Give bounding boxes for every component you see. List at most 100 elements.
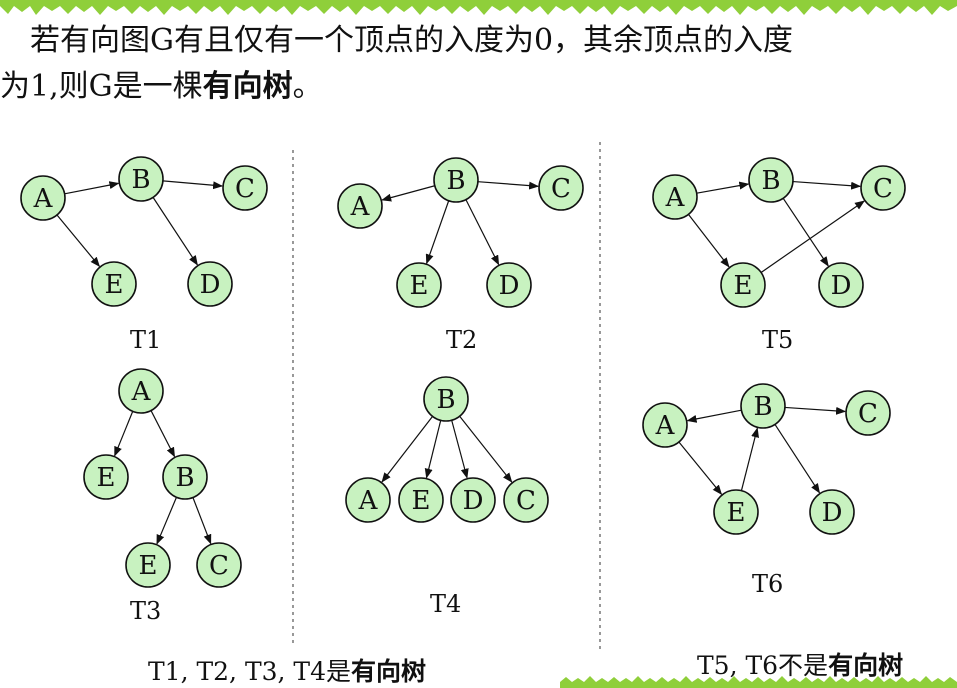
edge-t6-b-d [774,424,820,494]
node-circle [433,157,479,203]
heading-line2-suffix: 。 [292,69,323,104]
caption-left: T1, T2, T3, T4是有向树 [148,652,426,688]
node-label: E [139,551,158,581]
node-label: A [350,192,371,222]
caption-right: T5, T6不是有向树 [697,646,903,682]
node-label: D [463,486,484,516]
tree-label-t3: T3 [130,597,162,625]
node-t1-a: A [20,175,66,221]
node-circle [196,542,242,588]
tree-label-t1: T1 [130,326,162,354]
tree-label-t2: T2 [446,326,478,354]
node-t3-e2: E [125,542,171,588]
edge-t6-b-a [686,409,742,423]
edge-t3-a-e1 [114,411,134,457]
node-label: D [822,498,843,528]
node-t6-d: D [809,489,855,535]
node-circle [91,261,137,307]
node-circle [396,262,442,308]
edge-t3-b-e2 [156,497,178,545]
node-label: A [131,377,152,407]
node-label: C [235,174,255,204]
node-t2-b: B [433,157,479,203]
heading-line2-prefix: 为1,则G是一棵 [0,69,203,104]
edge-t5-b-d [782,197,829,267]
caption-right-bold: 有向树 [828,651,904,680]
node-label: C [873,174,893,204]
node-t4-a: A [345,477,391,523]
heading: 若有向图G有且仅有一个顶点的入度为0，其余顶点的入度 为1,则G是一棵有向树。 [0,18,957,110]
node-circle [748,157,794,203]
node-label: C [858,399,878,429]
tree-t3: A E B E C [83,368,242,588]
node-label: B [761,166,780,196]
tree-t2: A B C E D [337,157,584,308]
node-label: D [831,271,852,301]
node-circle [860,165,906,211]
node-circle [503,477,549,523]
node-t3-e1: E [83,454,129,500]
edge-t3-a-b [150,410,176,458]
node-t5-a: A [652,174,698,220]
node-t6-e: E [713,489,759,535]
node-t4-d: D [450,477,496,523]
node-label: C [551,174,571,204]
node-label: E [410,271,429,301]
node-label: B [175,463,194,493]
node-circle [118,368,164,414]
node-t2-d: D [486,262,532,308]
node-circle [713,489,759,535]
edge-t5-e-c [760,200,865,273]
node-circle [818,262,864,308]
node-circle [845,390,891,436]
node-t3-c: C [196,542,242,588]
node-label: A [665,183,686,213]
tree-t1: A B C E D [20,156,268,307]
node-circle [118,156,164,202]
node-t5-b: B [748,157,794,203]
node-label: B [753,392,772,422]
node-circle [450,477,496,523]
heading-line2: 为1,则G是一棵有向树。 [0,64,957,110]
node-t3-a: A [118,368,164,414]
edge-t4-b-d [451,420,469,479]
edge-t2-b-e [425,200,450,265]
edge-t5-a-b [696,181,750,194]
tree-label-t5: T5 [762,326,794,354]
node-circle [337,183,383,229]
node-circle [222,165,268,211]
node-label: C [516,486,536,516]
node-label: A [655,411,676,441]
tree-t6: A B C E D [642,383,891,535]
node-circle [720,262,766,308]
node-t4-c: C [503,477,549,523]
edge-t1-b-d [152,197,198,266]
edge-t3-b-c [192,497,212,545]
node-label: E [734,271,753,301]
heading-line1: 若有向图G有且仅有一个顶点的入度为0，其余顶点的入度 [30,23,794,58]
node-label: D [200,270,221,300]
grass-border-bottom [560,676,957,688]
edge-t1-b-c [162,180,224,190]
node-label: D [499,271,520,301]
node-t1-c: C [222,165,268,211]
node-t2-c: C [538,165,584,211]
node-t2-a: A [337,183,383,229]
node-label: E [105,270,124,300]
edge-t5-b-c [792,180,862,190]
node-t6-a: A [642,402,688,448]
node-circle [398,477,444,523]
node-t1-b: B [118,156,164,202]
node-circle [423,376,469,422]
node-circle [642,402,688,448]
edge-t4-b-c [459,415,513,483]
node-circle [83,454,129,500]
grass-border-top [0,0,957,15]
edge-t2-b-c [477,181,540,190]
heading-line2-bold: 有向树 [202,69,293,104]
edge-t2-b-d [465,199,500,266]
edge-t6-b-c [784,406,847,415]
node-label: A [33,184,54,214]
edge-t4-b-e [424,420,442,479]
